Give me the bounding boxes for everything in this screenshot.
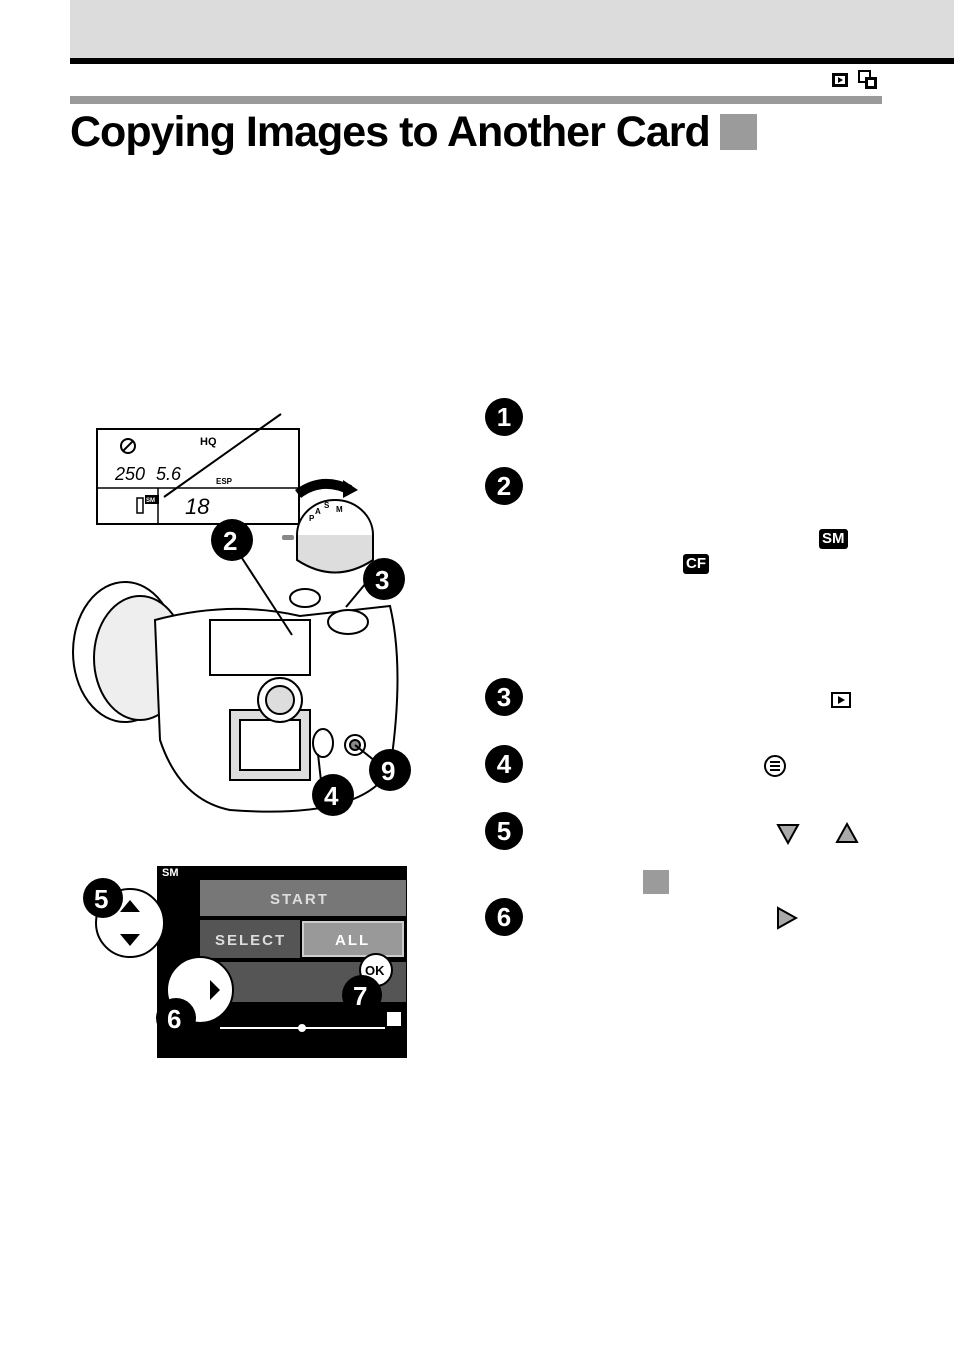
lcd-shutter: 250 xyxy=(114,464,145,484)
camera-figure: HQ 250 5.6 ESP SM 18 M S A P xyxy=(72,413,411,1058)
svg-text:1: 1 xyxy=(497,402,511,432)
menu-badge-icon xyxy=(720,114,757,150)
step-3: 3 xyxy=(485,678,523,716)
header-mode-icons xyxy=(830,70,878,90)
step-1: 1 xyxy=(485,398,523,436)
lcd-metering: ESP xyxy=(216,477,233,486)
dpad-5: 5 xyxy=(83,878,165,958)
mode-dial: M S A P xyxy=(282,479,374,574)
copy-card-icon xyxy=(858,70,877,89)
lcd-leader-line xyxy=(163,413,282,498)
copy-menu-icon xyxy=(643,870,669,894)
header-rule xyxy=(70,58,954,64)
menu-header: SM xyxy=(162,867,179,879)
callout-9: 9 xyxy=(381,756,395,786)
menu-start: START xyxy=(270,891,329,908)
lcd-quality: HQ xyxy=(200,436,217,448)
svg-text:6: 6 xyxy=(497,902,511,932)
arrow-down-icon xyxy=(776,824,800,845)
lcd-card: SM xyxy=(146,498,155,504)
page-title: Copying Images to Another Card xyxy=(70,108,711,156)
step-2: 2 xyxy=(485,467,523,505)
menu-ok: OK xyxy=(365,963,385,978)
cf-card-icon: CF xyxy=(683,554,709,574)
svg-text:2: 2 xyxy=(497,471,511,501)
lcd-panel: HQ 250 5.6 ESP SM 18 xyxy=(96,413,300,525)
lcd-aperture: 5.6 xyxy=(156,464,182,484)
callout-2: 2 xyxy=(223,526,237,556)
ok-button: OK 7 xyxy=(342,953,393,1015)
lcd-count: 18 xyxy=(185,494,210,519)
step-5: 5 xyxy=(485,812,523,850)
dial-a: A xyxy=(315,507,321,516)
sm-card-icon: SM xyxy=(819,529,848,549)
callout-7: 7 xyxy=(353,981,367,1011)
step-4: 4 xyxy=(485,745,523,783)
header-band xyxy=(70,0,954,58)
callout-4: 4 xyxy=(324,781,339,811)
dial-s: S xyxy=(324,501,330,510)
arrow-right-icon xyxy=(777,906,798,930)
arrow-up-icon xyxy=(835,822,859,843)
callout-5: 5 xyxy=(94,884,108,914)
title-rule xyxy=(70,96,882,104)
step-6: 6 xyxy=(485,898,523,936)
svg-text:3: 3 xyxy=(497,682,511,712)
dpad-6: 6 xyxy=(156,956,234,1038)
playback-icon xyxy=(831,692,851,708)
flash-off-icon xyxy=(120,438,136,454)
svg-text:5: 5 xyxy=(497,816,511,846)
callout-6: 6 xyxy=(167,1004,181,1034)
menu-button-icon xyxy=(764,755,786,777)
callouts: 2 3 4 9 xyxy=(211,519,411,816)
callout-3: 3 xyxy=(375,565,389,595)
camera-body xyxy=(72,581,399,813)
svg-text:4: 4 xyxy=(497,749,512,779)
menu-all: ALL xyxy=(335,932,370,949)
dial-p: P xyxy=(309,514,315,523)
battery-icon xyxy=(136,497,144,514)
playback-card-icon xyxy=(832,73,848,87)
dial-m: M xyxy=(336,505,343,514)
menu-select: SELECT xyxy=(215,932,286,949)
